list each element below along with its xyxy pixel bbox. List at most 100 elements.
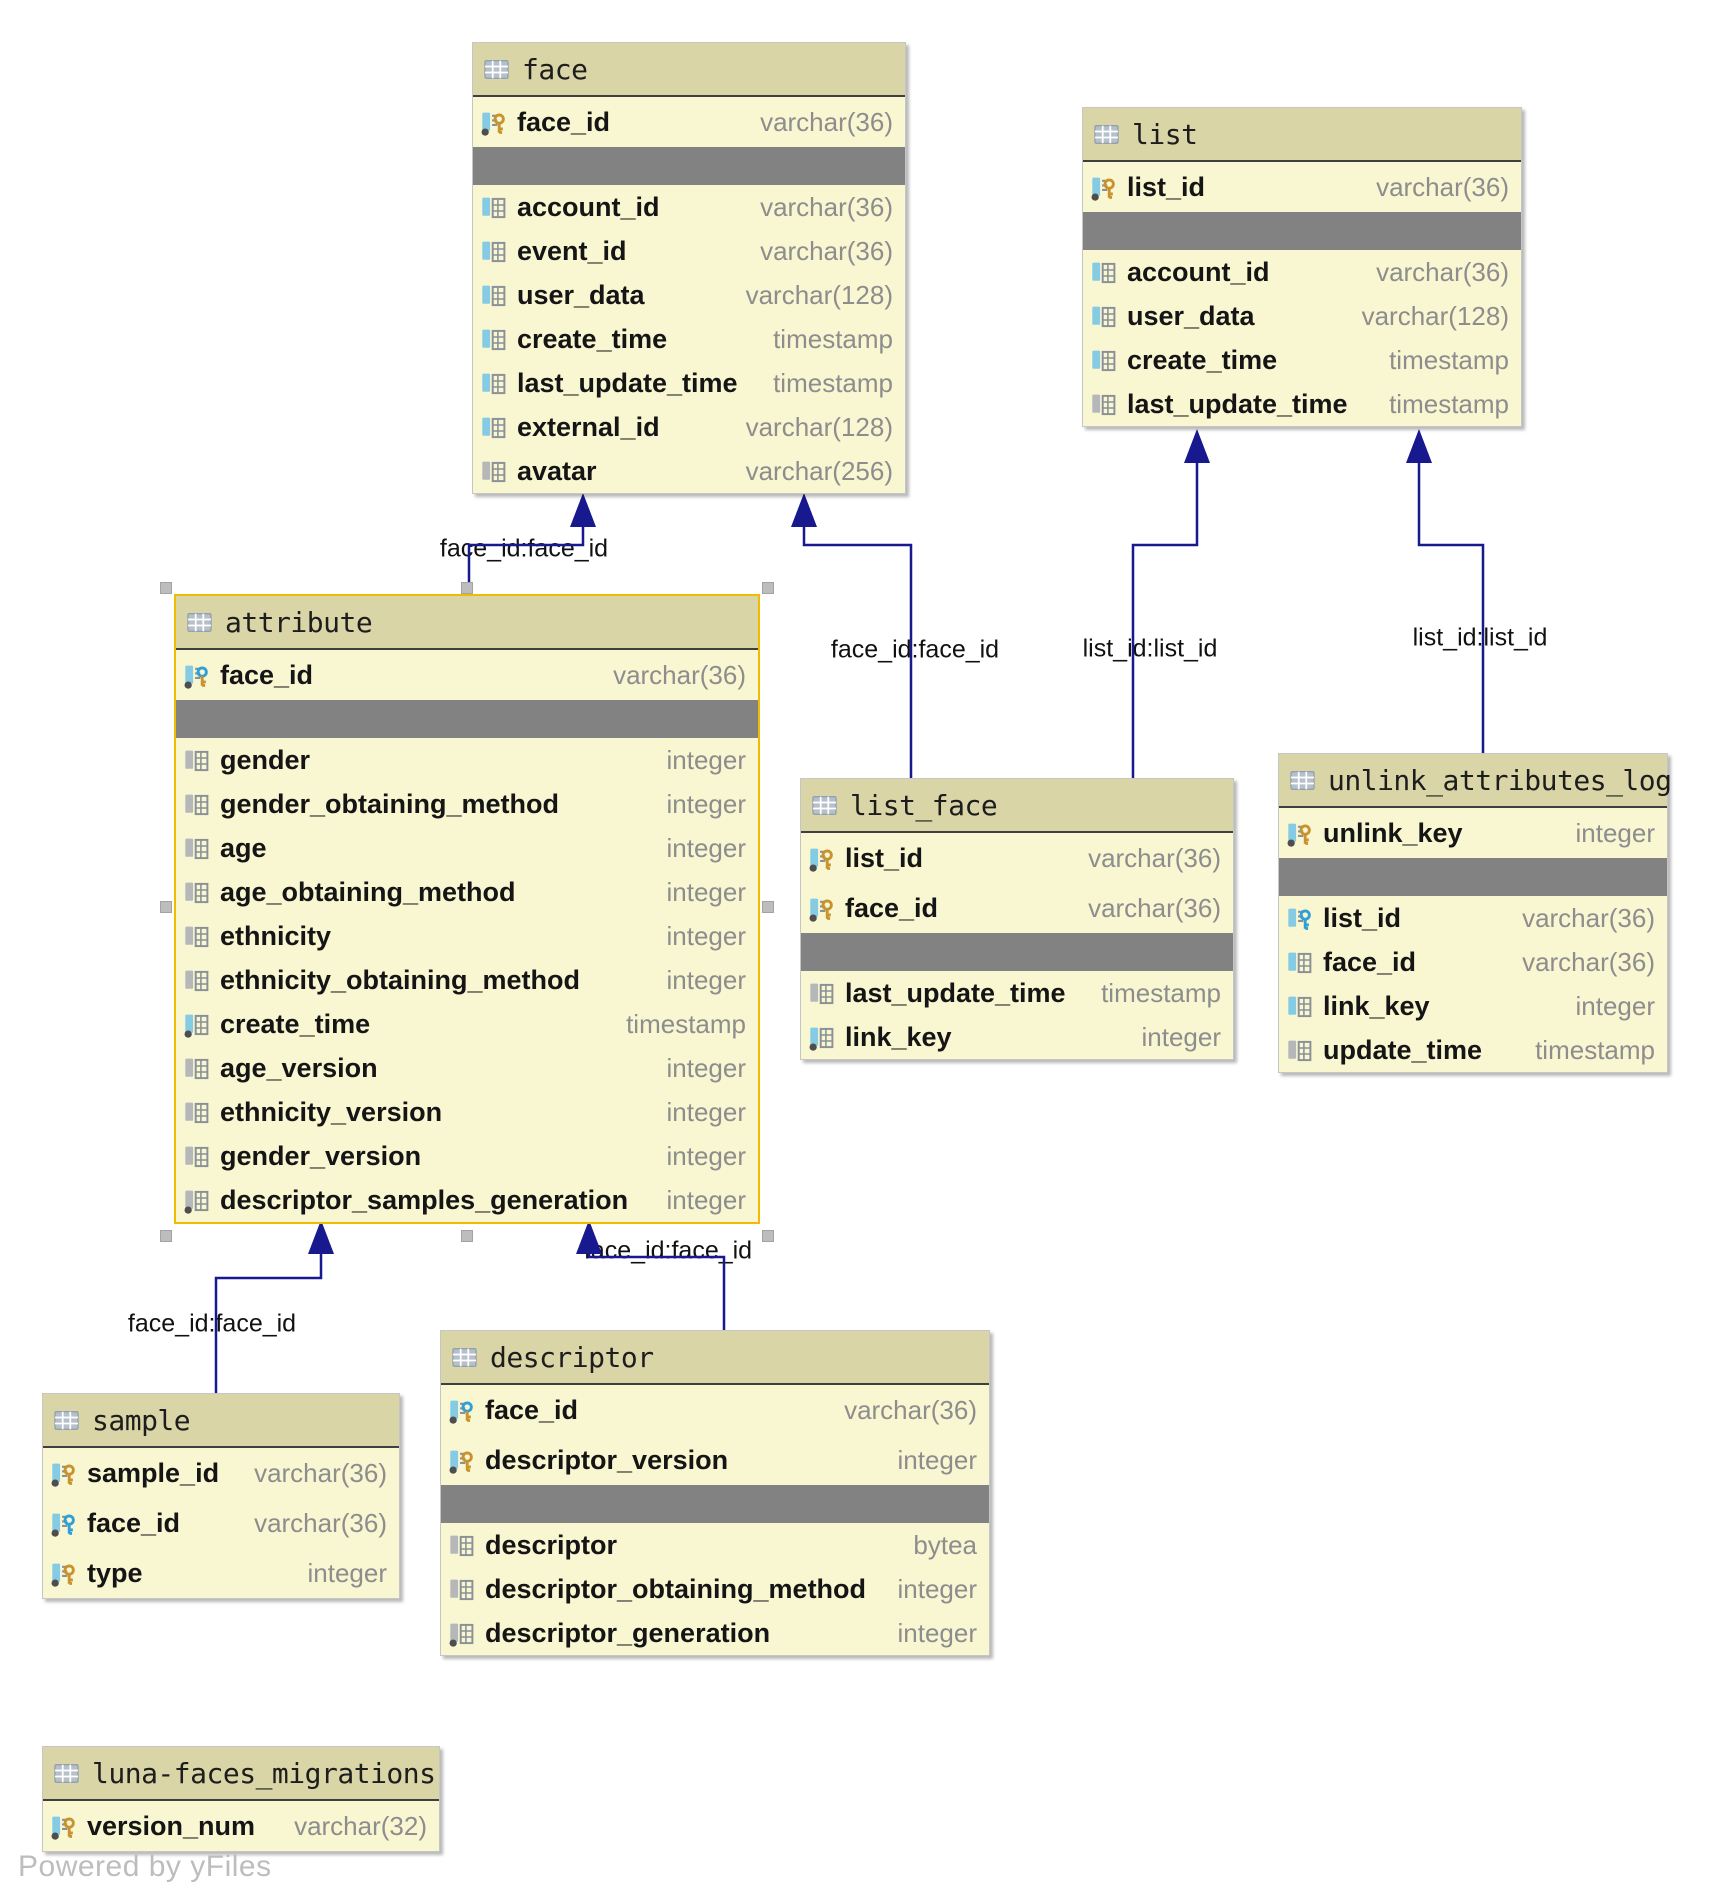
column-type: integer	[666, 832, 747, 863]
relationship-edge-5-face_id:face_id[interactable]	[214, 1220, 334, 1393]
selection-handle[interactable]	[461, 1230, 473, 1242]
table-header-luna-faces_migrations[interactable]: luna-faces_migrations	[43, 1747, 439, 1801]
column-type: varchar(36)	[760, 235, 893, 266]
table-unlink_attributes_log[interactable]: unlink_attributes_log unlink_key integer li…	[1278, 753, 1672, 1073]
column-type: integer	[897, 1617, 978, 1648]
column-type: integer	[666, 744, 747, 775]
column-gray-icon	[449, 1577, 475, 1603]
column-type: integer	[307, 1557, 388, 1588]
column-gray-default-icon	[449, 1621, 475, 1647]
table-header-unlink_attributes_log[interactable]: unlink_attributes_log	[1279, 754, 1672, 808]
key-separator	[1279, 858, 1667, 896]
column-gray-icon	[184, 1100, 210, 1126]
relationship-edge-3-list_id:list_id[interactable]	[1131, 429, 1210, 778]
column-name: create_time	[220, 1008, 371, 1039]
selection-handle[interactable]	[461, 582, 473, 594]
table-header-attribute[interactable]: attribute	[176, 596, 758, 650]
arrowhead	[1406, 429, 1432, 463]
selection-handle[interactable]	[762, 1230, 774, 1242]
table-header-descriptor[interactable]: descriptor	[441, 1331, 989, 1385]
column-name: descriptor	[485, 1529, 618, 1560]
column-name: unlink_key	[1323, 817, 1463, 848]
column-type: varchar(36)	[1088, 842, 1221, 873]
table-header-list_face[interactable]: list_face	[801, 779, 1233, 833]
column-list_face-list_id[interactable]: list_id varchar(36)	[801, 833, 1233, 883]
column-name: user_data	[517, 279, 645, 310]
column-name: avatar	[517, 455, 597, 486]
relationship-edge-4-list_id:list_id[interactable]	[1406, 429, 1485, 753]
selection-handle[interactable]	[160, 582, 172, 594]
column-type: integer	[666, 964, 747, 995]
primary-foreign-key-icon	[449, 1398, 475, 1424]
column-gray-icon	[184, 836, 210, 862]
column-type: varchar(36)	[760, 191, 893, 222]
selection-handle[interactable]	[762, 582, 774, 594]
primary-key-icon	[51, 1814, 77, 1840]
table-header-list[interactable]: list	[1083, 108, 1521, 162]
column-type: varchar(36)	[1376, 256, 1509, 287]
column-name: link_key	[1323, 990, 1430, 1021]
table-header-sample[interactable]: sample	[43, 1394, 399, 1448]
selection-handle[interactable]	[160, 1230, 172, 1242]
table-header-face[interactable]: face	[473, 43, 905, 97]
column-type: varchar(32)	[294, 1810, 427, 1841]
column-name: list_id	[845, 842, 924, 873]
column-name: create_time	[517, 323, 668, 354]
column-unlink_attributes_log-unlink_key[interactable]: unlink_key integer	[1279, 808, 1667, 858]
column-type: integer	[1575, 817, 1656, 848]
selection-handle[interactable]	[160, 901, 172, 913]
column-default-icon	[809, 1025, 835, 1051]
column-name: face_id	[220, 659, 314, 690]
selection-handle[interactable]	[762, 901, 774, 913]
